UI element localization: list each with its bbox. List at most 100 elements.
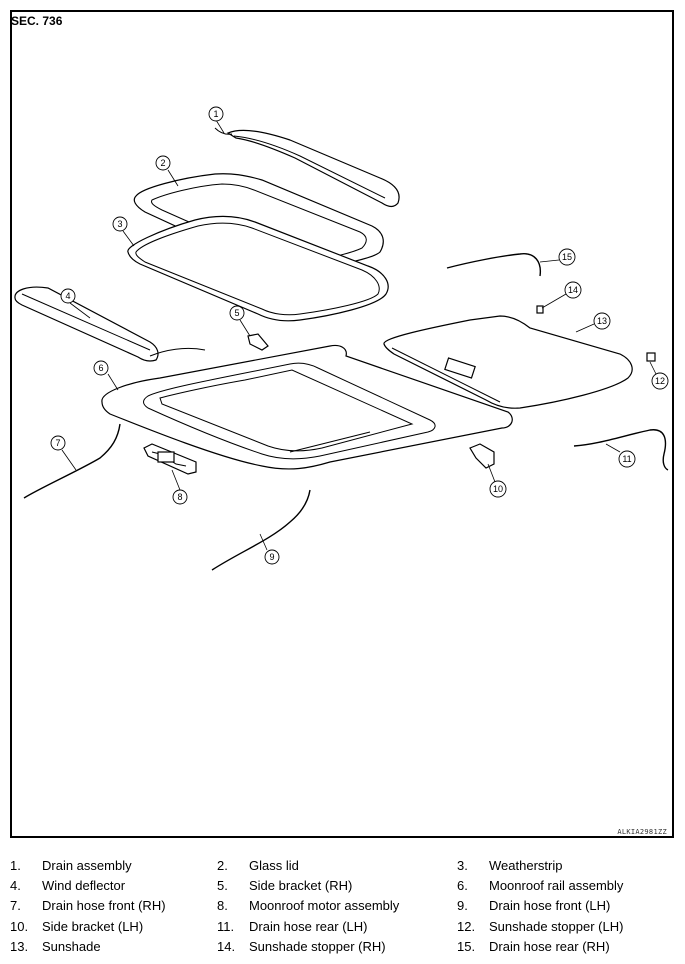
callout-5-label: 5 <box>234 308 239 318</box>
legend-row: 4. Wind deflector 5. Side bracket (RH) 6. M… <box>10 875 675 895</box>
legend-item: 7. Drain hose front (RH) <box>10 898 217 913</box>
legend-item: 4. Wind deflector <box>10 878 217 893</box>
callout-3-label: 3 <box>117 219 122 229</box>
callout-8-label: 8 <box>177 492 182 502</box>
callout-6: 6 <box>93 360 109 376</box>
legend-row: 7. Drain hose front (RH) 8. Moonroof motor… <box>10 896 675 916</box>
legend-item: 15. Drain hose rear (RH) <box>457 939 675 954</box>
part-sunshade <box>383 315 633 409</box>
legend-part-name: Wind deflector <box>42 878 126 894</box>
callout-15-label: 15 <box>562 252 572 262</box>
callout-11-label: 11 <box>622 454 631 464</box>
callout-9-label: 9 <box>269 552 274 562</box>
callout-8: 8 <box>172 489 188 505</box>
callout-7-label: 7 <box>55 438 60 448</box>
callout-4-label: 4 <box>65 291 70 301</box>
legend-number: 5. <box>217 878 228 894</box>
section-label: SEC. 736 <box>11 14 63 28</box>
legend-item: 9. Drain hose front (LH) <box>457 898 675 913</box>
legend-number: 8. <box>217 898 228 914</box>
part-sunshade-stopper-rh <box>536 305 544 314</box>
callout-leaders <box>61 119 657 551</box>
callout-10: 10 <box>489 480 507 498</box>
callout-2: 2 <box>155 155 171 171</box>
callout-1: 1 <box>208 106 224 122</box>
legend-part-name: Moonroof rail assembly <box>489 878 624 894</box>
callout-12-label: 12 <box>655 376 665 386</box>
callout-13-label: 13 <box>597 316 607 326</box>
part-sunshade-stopper-lh <box>646 352 656 362</box>
legend-part-name: Sunshade <box>42 939 101 955</box>
callout-6-label: 6 <box>98 363 103 373</box>
part-drain-hose-rear-rh <box>446 253 542 277</box>
legend-number: 6. <box>457 878 468 894</box>
legend-item: 14. Sunshade stopper (RH) <box>217 939 457 954</box>
legend-number: 13. <box>10 939 29 955</box>
part-wind-deflector <box>14 286 206 362</box>
legend-row: 10. Side bracket (LH) 11. Drain hose rear … <box>10 916 675 936</box>
callout-13: 13 <box>593 312 611 330</box>
callout-1-label: 1 <box>213 109 218 119</box>
legend-part-name: Drain hose front (LH) <box>489 898 611 914</box>
callout-4: 4 <box>60 288 76 304</box>
legend-part-name: Sunshade stopper (LH) <box>489 918 624 934</box>
callout-10-label: 10 <box>493 484 503 494</box>
legend-part-name: Moonroof motor assembly <box>249 898 400 914</box>
exploded-view-drawing: 1 2 3 4 5 6 7 8 9 10 11 12 13 14 15 <box>14 106 669 571</box>
part-moonroof-motor <box>143 443 197 475</box>
callout-3: 3 <box>112 216 128 232</box>
legend-number: 15. <box>457 939 476 955</box>
legend-part-name: Drain hose rear (LH) <box>249 918 368 934</box>
legend-item: 1. Drain assembly <box>10 858 217 873</box>
part-weatherstrip <box>127 215 389 322</box>
callout-2-label: 2 <box>160 158 165 168</box>
legend-item: 2. Glass lid <box>217 858 457 873</box>
callout-7: 7 <box>50 435 66 451</box>
legend-number: 7. <box>10 898 21 914</box>
part-moonroof-rail <box>101 344 513 470</box>
legend-row: 13. Sunshade 14. Sunshade stopper (RH) 15.… <box>10 937 675 957</box>
callout-5: 5 <box>229 305 245 321</box>
callout-11: 11 <box>618 450 636 468</box>
part-side-bracket-lh <box>469 443 495 469</box>
legend-part-name: Drain hose rear (RH) <box>489 939 610 955</box>
legend-number: 9. <box>457 898 468 914</box>
part-drain-hose-rear-lh <box>573 429 669 471</box>
legend-item: 12. Sunshade stopper (LH) <box>457 919 675 934</box>
legend-part-name: Weatherstrip <box>489 857 563 873</box>
legend-part-name: Side bracket (LH) <box>42 918 144 934</box>
legend-part-name: Side bracket (RH) <box>249 878 353 894</box>
legend-item: 8. Moonroof motor assembly <box>217 898 457 913</box>
part-drain-hose-front-rh <box>23 423 121 499</box>
callout-15: 15 <box>558 248 576 266</box>
legend-number: 3. <box>457 857 468 873</box>
legend-item: 11. Drain hose rear (LH) <box>217 919 457 934</box>
legend-part-name: Drain hose front (RH) <box>42 898 166 914</box>
legend-number: 2. <box>217 857 228 873</box>
legend-number: 1. <box>10 857 21 873</box>
legend-row: 1. Drain assembly 2. Glass lid 3. Weatherst… <box>10 855 675 875</box>
legend-item: 6. Moonroof rail assembly <box>457 878 675 893</box>
callout-14: 14 <box>564 281 582 299</box>
legend-part-name: Glass lid <box>249 857 299 873</box>
legend-item: 3. Weatherstrip <box>457 858 675 873</box>
diagram-code: ALKIA2981ZZ <box>617 828 667 836</box>
part-side-bracket-rh <box>247 333 269 351</box>
legend-number: 14. <box>217 939 236 955</box>
parts-legend: 1. Drain assembly 2. Glass lid 3. Weatherst… <box>10 855 675 957</box>
callout-12: 12 <box>651 372 669 390</box>
legend-item: 13. Sunshade <box>10 939 217 954</box>
legend-number: 11. <box>217 918 235 934</box>
legend-part-name: Sunshade stopper (RH) <box>249 939 386 955</box>
callout-9: 9 <box>264 549 280 565</box>
legend-part-name: Drain assembly <box>42 857 132 873</box>
legend-number: 10. <box>10 918 29 934</box>
part-drain-assembly <box>214 127 400 207</box>
legend-item: 5. Side bracket (RH) <box>217 878 457 893</box>
legend-number: 12. <box>457 918 476 934</box>
diagram-frame <box>10 10 674 838</box>
legend-item: 10. Side bracket (LH) <box>10 919 217 934</box>
callout-14-label: 14 <box>568 285 578 295</box>
part-drain-hose-front-lh <box>211 489 311 571</box>
legend-number: 4. <box>10 878 21 894</box>
